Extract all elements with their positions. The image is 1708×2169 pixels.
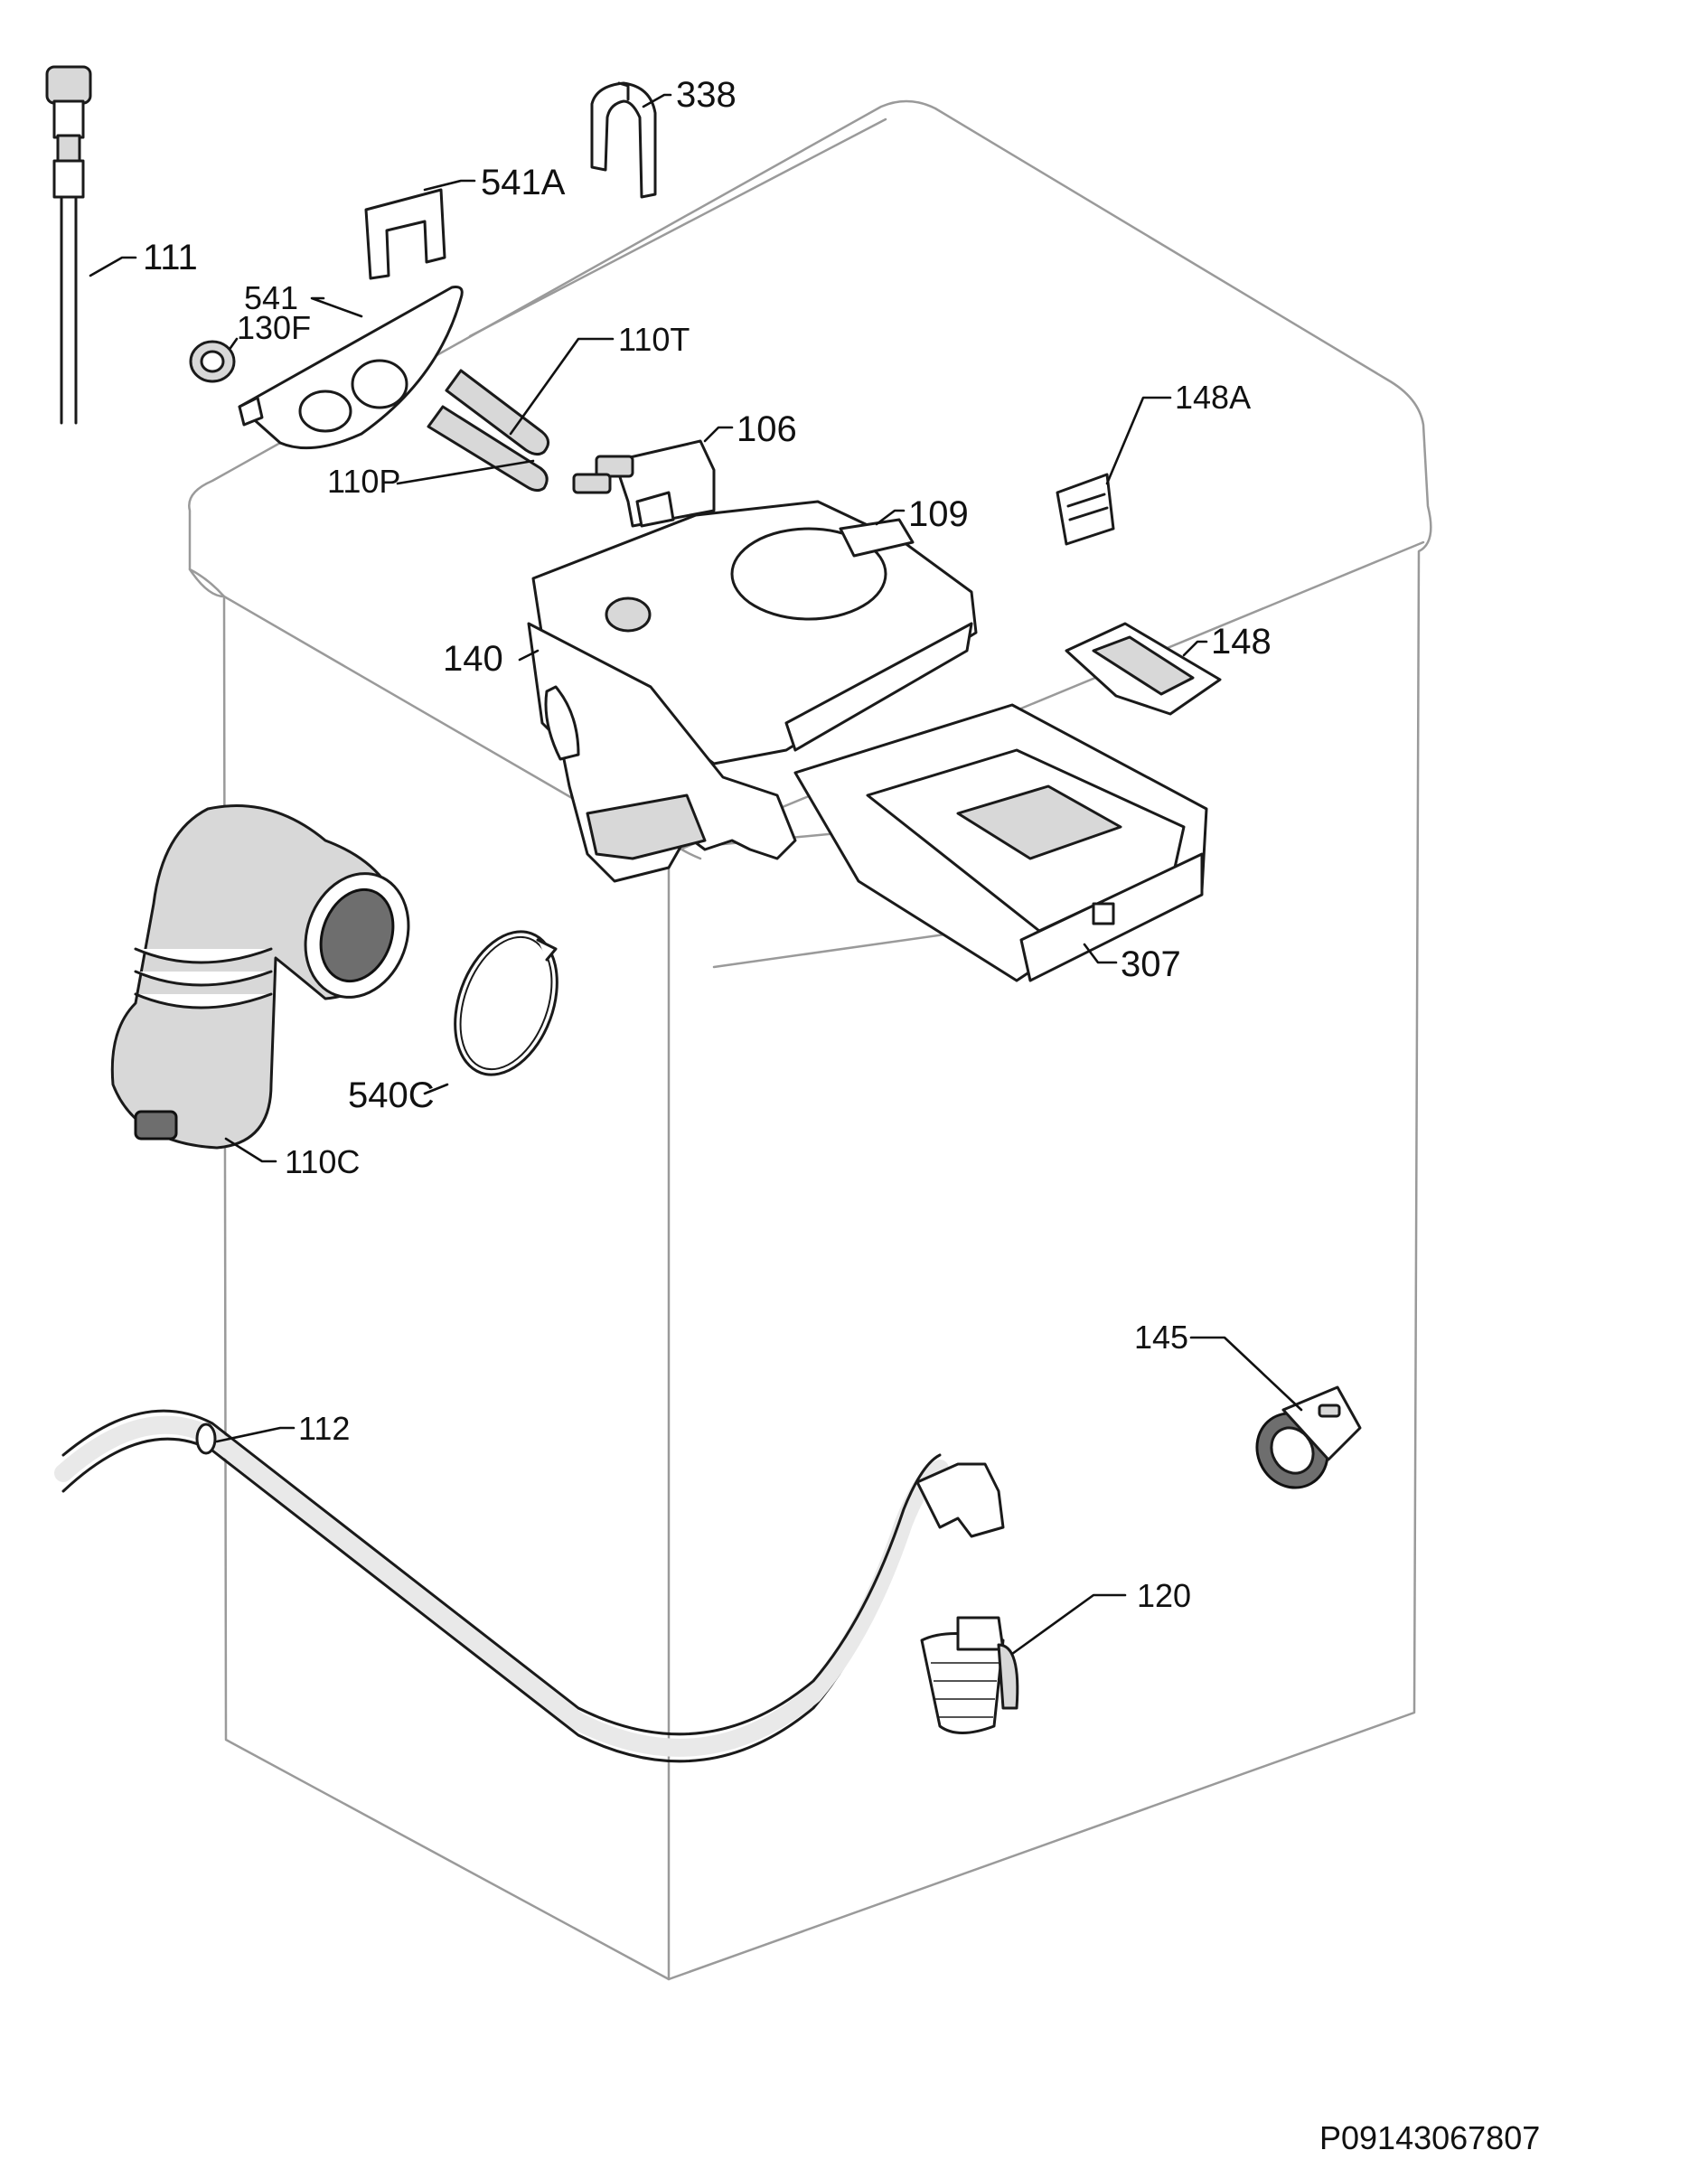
bellows-hose-icon xyxy=(110,804,410,1150)
pressure-switch-icon xyxy=(1255,1385,1362,1489)
label-148a: 148A xyxy=(1175,379,1251,416)
label-110p: 110P xyxy=(327,463,400,500)
label-338: 338 xyxy=(676,75,737,115)
label-307: 307 xyxy=(1121,944,1181,984)
label-145: 145 xyxy=(1134,1319,1188,1356)
clamp-ring-540c-icon xyxy=(454,930,558,1076)
bracket-541a-icon xyxy=(364,188,446,280)
drain-pump-filter-icon xyxy=(920,1616,1019,1734)
cabinet-outline xyxy=(188,99,1432,1981)
label-110c: 110C xyxy=(285,1143,360,1180)
label-109: 109 xyxy=(908,494,969,534)
label-148: 148 xyxy=(1211,622,1272,662)
label-541a: 541A xyxy=(481,163,566,202)
label-540c: 540C xyxy=(348,1075,435,1115)
label-110t: 110T xyxy=(618,321,690,358)
label-541: 541 xyxy=(244,279,298,316)
dispenser-body-140-icon xyxy=(527,622,797,883)
label-140: 140 xyxy=(443,639,503,679)
drain-hose-icon xyxy=(54,1409,1005,1763)
label-130f: 130F xyxy=(237,309,311,346)
label-tag-148a-icon xyxy=(1056,473,1115,546)
label-111: 111 xyxy=(143,238,198,277)
dispenser-drawer-icon xyxy=(793,703,1208,982)
siphon-148-icon xyxy=(1065,622,1222,716)
tube-110t-icon xyxy=(445,369,549,456)
label-112: 112 xyxy=(298,1410,350,1447)
knob-130f-icon xyxy=(189,340,236,383)
clip-338-icon xyxy=(590,81,657,199)
label-120: 120 xyxy=(1137,1577,1191,1614)
panel-541-icon xyxy=(238,286,464,450)
valve-106-icon xyxy=(572,439,716,528)
water-inlet-hose-icon xyxy=(45,65,92,425)
drawing-reference: P09143067807 xyxy=(1319,2119,1540,2156)
tube-110p-icon xyxy=(427,405,549,493)
label-106: 106 xyxy=(737,409,797,449)
